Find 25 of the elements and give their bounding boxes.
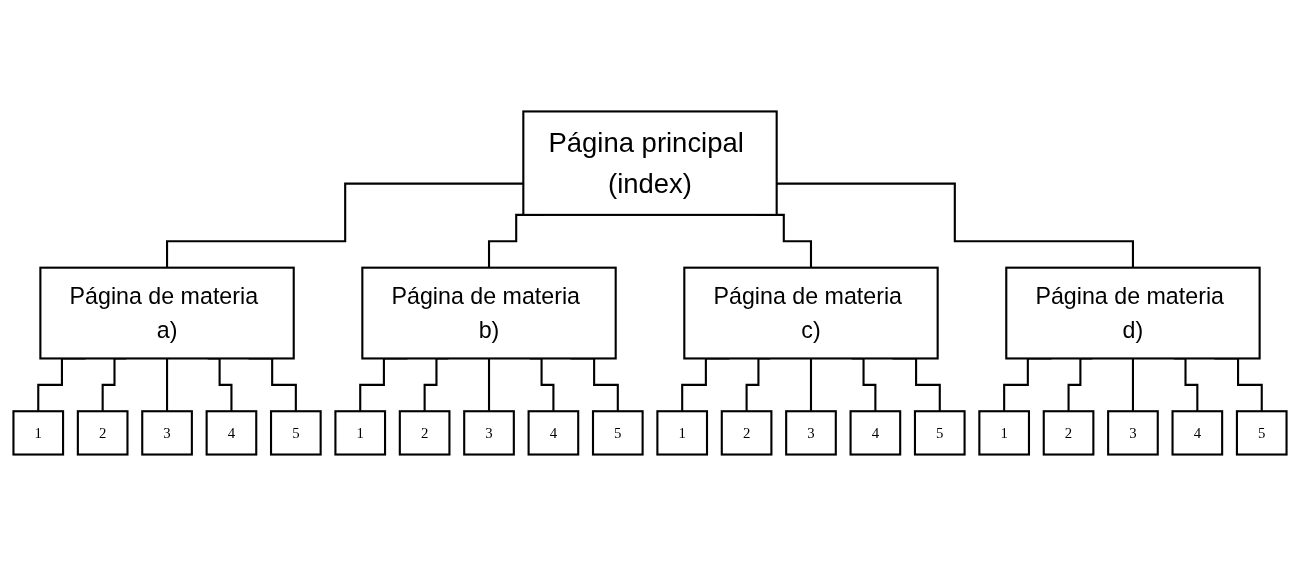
- node-box: Página de materia b): [361, 266, 617, 360]
- node-box: Página principal (index): [522, 109, 778, 216]
- node-box: 4: [1171, 409, 1224, 456]
- node-box: 4: [527, 409, 580, 456]
- node-box: 1: [334, 409, 387, 456]
- node-box: 5: [269, 409, 322, 456]
- node-box: 2: [76, 409, 129, 456]
- node-box: 5: [913, 409, 966, 456]
- node-box: Página de materia c): [683, 266, 939, 360]
- node-box: 3: [1107, 409, 1159, 456]
- node-box: 1: [656, 409, 709, 456]
- node-box: Página de materia d): [1005, 266, 1261, 360]
- node-box: 2: [1042, 409, 1095, 456]
- node-box: 3: [141, 409, 193, 456]
- node-box: 1: [978, 409, 1031, 456]
- node-box: Página de materia a): [39, 266, 295, 360]
- node-box: 2: [398, 409, 451, 456]
- node-box: 3: [785, 409, 837, 456]
- node-box: 4: [205, 409, 258, 456]
- node-box: 5: [1235, 409, 1288, 456]
- node-box: 3: [463, 409, 515, 456]
- node-box: 1: [12, 409, 65, 456]
- node-box: 2: [720, 409, 773, 456]
- node-box: 5: [591, 409, 644, 456]
- node-box: 4: [849, 409, 902, 456]
